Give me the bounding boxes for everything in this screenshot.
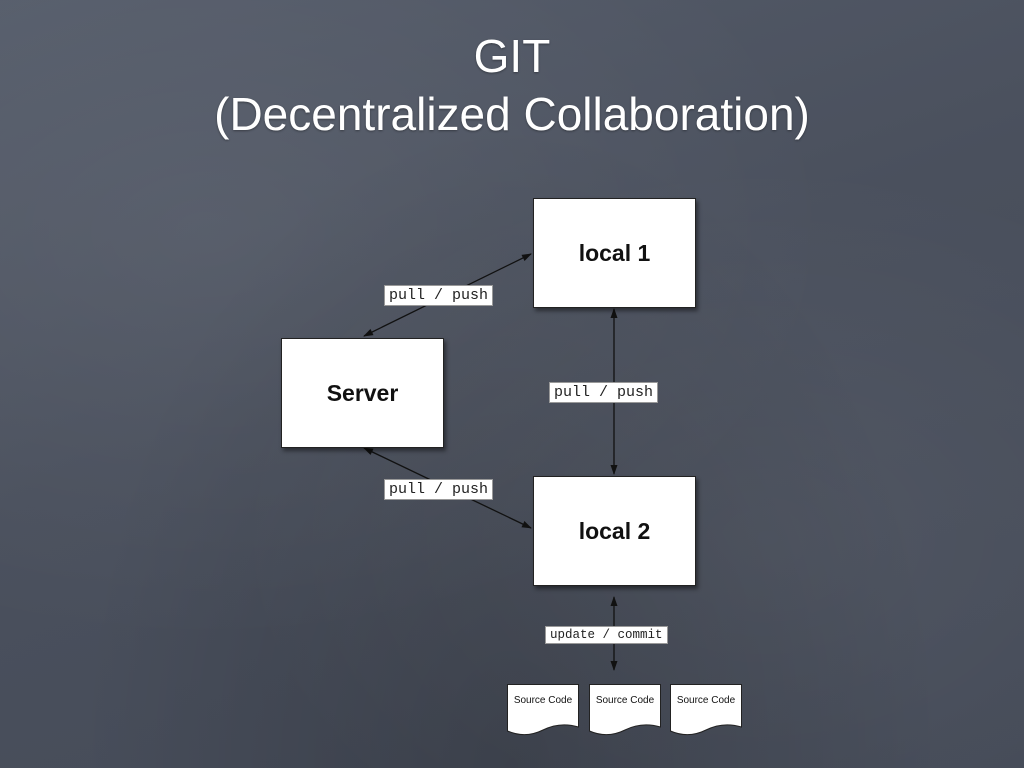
node-local-2: local 2 <box>533 476 696 586</box>
slide-title: GIT <box>473 30 551 82</box>
node-local-1: local 1 <box>533 198 696 308</box>
source-code-document: Source Code <box>589 684 661 736</box>
document-label: Source Code <box>676 695 736 706</box>
node-server: Server <box>281 338 444 448</box>
source-code-document: Source Code <box>507 684 579 736</box>
document-icon <box>670 684 742 736</box>
document-label: Source Code <box>595 695 655 706</box>
edge-label-update-commit: update / commit <box>545 626 668 644</box>
document-icon <box>589 684 661 736</box>
edge-label-local1-local2: pull / push <box>549 382 659 403</box>
edge-label-server-local2: pull / push <box>384 479 494 500</box>
slide-subtitle: (Decentralized Collaboration) <box>214 88 810 140</box>
document-label: Source Code <box>513 695 573 706</box>
document-icon <box>507 684 579 736</box>
edge-label-server-local1: pull / push <box>384 285 494 306</box>
source-code-document: Source Code <box>670 684 742 736</box>
